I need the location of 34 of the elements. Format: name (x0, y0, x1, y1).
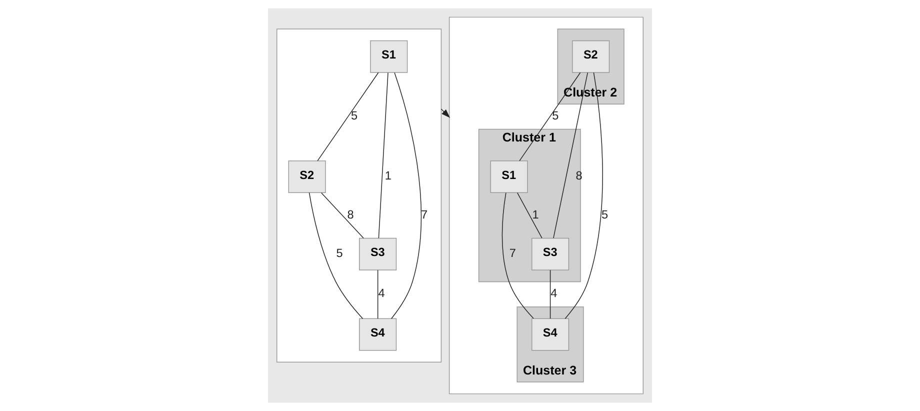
connector (317, 72, 379, 162)
node-box: S4 (532, 318, 570, 351)
edge-label: 5 (552, 109, 559, 122)
node-box: S3 (532, 238, 570, 270)
edge-label: 1 (532, 208, 539, 222)
edge-label: 4 (550, 287, 558, 300)
connector (550, 270, 551, 319)
connector (519, 72, 581, 162)
node-box: S1 (370, 40, 408, 73)
edge-label: 8 (347, 208, 354, 222)
connector (378, 72, 388, 238)
node-box: S2 (288, 160, 326, 193)
edge-label: 5 (336, 246, 343, 260)
edge-label: 7 (420, 208, 428, 222)
connector (517, 192, 542, 238)
connector (321, 192, 364, 238)
edge-label: 5 (350, 109, 358, 122)
edge-label: 4 (378, 287, 385, 300)
edge-label: 1 (384, 170, 392, 183)
node-box: S2 (572, 40, 610, 73)
connector (377, 270, 378, 319)
cluster (276, 28, 442, 362)
cluster (448, 16, 644, 394)
connector (553, 72, 588, 238)
edge-label: 7 (509, 246, 516, 260)
edge-label: 5 (602, 208, 608, 222)
connector (308, 192, 364, 319)
node-box: S1 (490, 160, 528, 193)
connector (502, 192, 534, 319)
connector (391, 72, 422, 319)
node-box: S4 (359, 318, 397, 351)
node-box: S3 (359, 238, 397, 270)
edge-label: 8 (576, 170, 582, 183)
connector (564, 72, 603, 319)
